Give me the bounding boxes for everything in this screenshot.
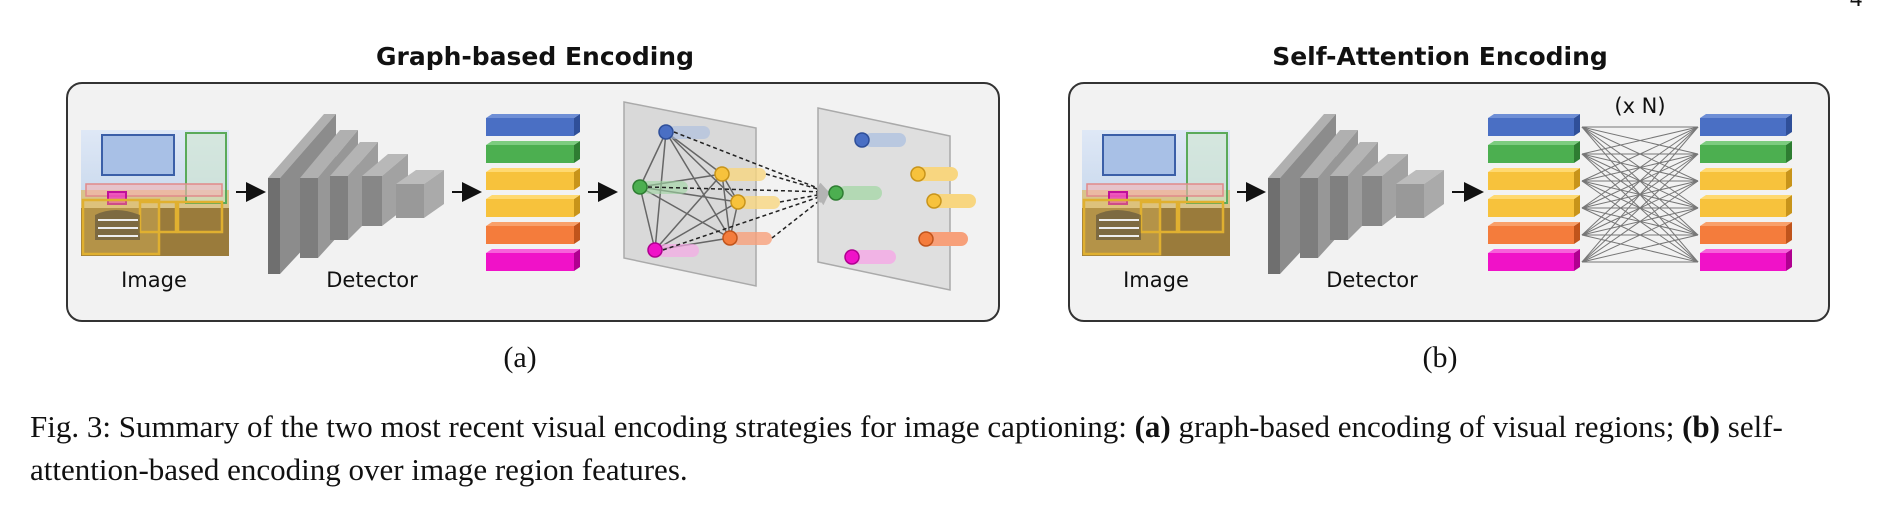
feature-stack-a [486,114,580,271]
figure-caption: Fig. 3: Summary of the two most recent v… [30,405,1860,491]
detector-a [268,114,444,274]
caption-a-text: graph-based encoding of visual regions; [1170,409,1683,444]
input-image-b [1082,130,1230,256]
image-label-b: Image [1123,268,1189,292]
repeat-label: (x N) [1614,94,1666,118]
caption-a-marker: (a) [1134,409,1171,444]
input-image-a [81,130,229,256]
graph-plane-2 [817,107,976,291]
subfigure-label-a: (a) [503,341,537,374]
detector-label-b: Detector [1326,268,1418,292]
subfigure-label-b: (b) [1422,341,1458,374]
feature-stack-b-output [1700,114,1792,271]
panel-a-title: Graph-based Encoding [375,42,695,71]
attention-connections [1581,126,1699,263]
caption-prefix: Fig. 3: Summary of the two most recent v… [30,409,1135,444]
detector-b [1268,114,1444,274]
page-number: 4 [1850,0,1862,13]
feature-stack-b-input [1488,114,1580,271]
detector-label-a: Detector [326,268,418,292]
caption-b-text: self-attention-based encoding over image… [30,409,1783,487]
panel-b-title: Self-Attention Encoding [1272,42,1608,71]
image-label-a: Image [121,268,187,292]
graph-plane-1 [623,101,780,287]
caption-b-marker: (b) [1682,409,1720,444]
